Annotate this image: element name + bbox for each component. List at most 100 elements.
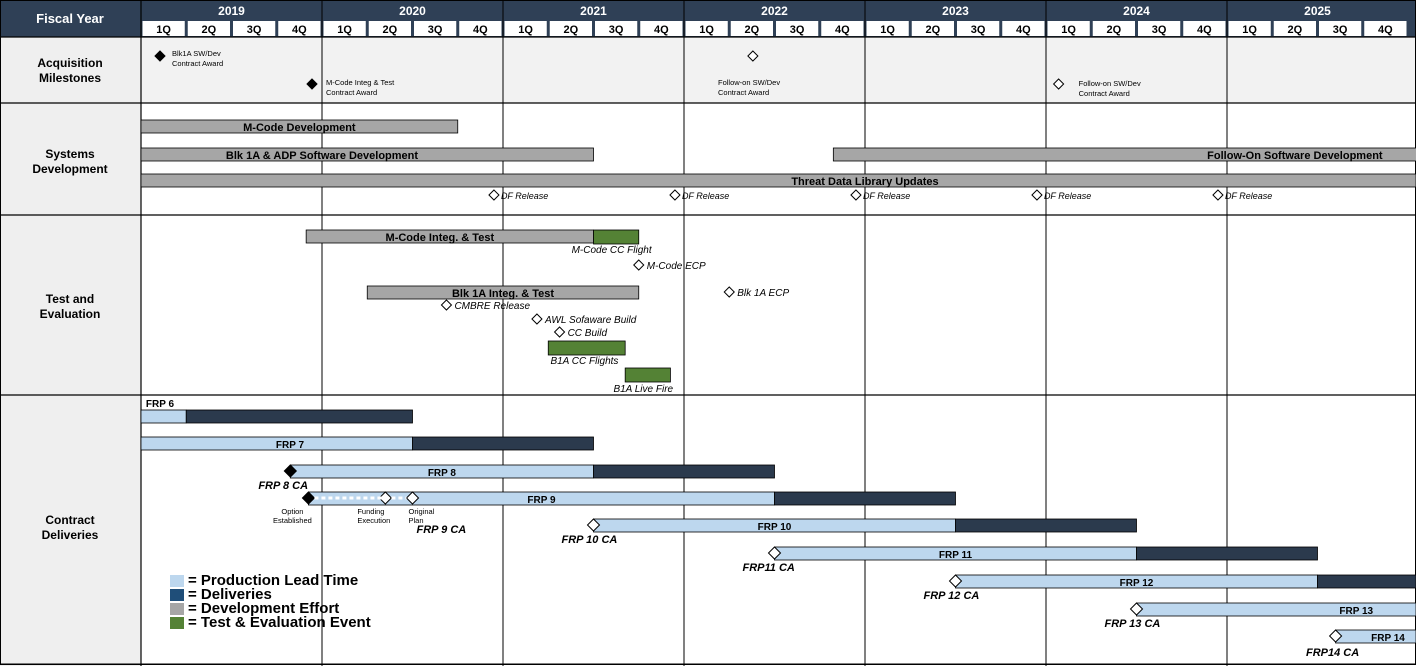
delivery-lead-bar xyxy=(1136,602,1416,617)
delivery-ca-diamond xyxy=(1129,602,1144,616)
dev-bar-label: M-Code Development xyxy=(243,122,356,134)
dev-bar-label: Threat Data Library Updates xyxy=(791,176,938,188)
quarter-cell xyxy=(1183,21,1226,36)
section-label-acquisition: Acquisition Milestones xyxy=(37,56,103,85)
te-green-bar xyxy=(593,229,640,245)
te-event-label: Blk 1A ECP xyxy=(737,288,789,299)
df-release-label: DF Release xyxy=(501,191,548,201)
delivery-ca-label: FRP11 CA xyxy=(743,562,795,574)
legend-item-development: = Development Effort xyxy=(170,600,371,617)
quarter-label: 2Q xyxy=(383,24,398,36)
quarter-label: 3Q xyxy=(609,24,624,36)
milestone-diamond xyxy=(154,50,166,62)
quarter-cell xyxy=(233,21,276,36)
te-event-label: CMBRE Release xyxy=(454,301,530,312)
quarter-cell xyxy=(504,21,547,36)
quarter-cell xyxy=(1138,21,1181,36)
quarter-label: 2Q xyxy=(202,24,217,36)
fiscal-year-header: Fiscal Year xyxy=(36,11,104,26)
dev-bar xyxy=(832,147,1416,162)
quarter-label: 4Q xyxy=(654,24,669,36)
year-label-2021: 2021 xyxy=(580,4,607,18)
frp9-event-label: Original xyxy=(409,507,435,516)
delivery-deliveries-bar xyxy=(955,518,1137,533)
legend-swatch-development xyxy=(170,603,184,615)
quarter-cell xyxy=(1273,21,1316,36)
quarter-label: 2Q xyxy=(1288,24,1303,36)
legend-label-test-event: = Test & Evaluation Event xyxy=(188,614,371,631)
year-label-2024: 2024 xyxy=(1123,4,1150,18)
quarter-label: 1Q xyxy=(156,24,171,36)
quarter-label: 3Q xyxy=(790,24,805,36)
delivery-label: FRP 14 xyxy=(1371,633,1405,644)
quarter-label: 2Q xyxy=(1107,24,1122,36)
delivery-ca-diamond xyxy=(948,574,963,588)
te-gray-bar-label: M-Code Integ. & Test xyxy=(386,232,495,244)
delivery-label: FRP 12 xyxy=(1120,578,1154,589)
df-release-diamond xyxy=(1212,189,1224,201)
quarter-cell xyxy=(957,21,1000,36)
frp9-event-label: Established xyxy=(273,516,312,525)
milestone-label: Contract Award xyxy=(326,88,377,97)
year-label-2022: 2022 xyxy=(761,4,788,18)
dev-bar xyxy=(140,119,459,134)
milestone-label: Follow-on SW/Dev xyxy=(1079,79,1141,88)
quarter-cell xyxy=(323,21,366,36)
milestone-diamond xyxy=(1052,78,1065,90)
year-header-background xyxy=(141,0,1416,20)
dev-bar xyxy=(140,147,594,162)
section-label-test: Test and Evaluation xyxy=(39,292,101,321)
quarter-label: 4Q xyxy=(1016,24,1031,36)
legend-item-deliveries: = Deliveries xyxy=(170,587,371,602)
delivery-label: FRP 10 xyxy=(758,522,792,533)
delivery-deliveries-bar xyxy=(1317,574,1416,589)
legend-label-development: = Development Effort xyxy=(188,600,340,617)
df-release-label: DF Release xyxy=(1225,191,1272,201)
delivery-label: FRP 13 xyxy=(1339,606,1373,617)
delivery-label: FRP 6 xyxy=(146,399,175,410)
quarter-label: 4Q xyxy=(1197,24,1212,36)
milestone-label: Contract Award xyxy=(172,59,223,68)
section-label-contract: Contract Deliveries xyxy=(41,513,99,542)
te-event-diamond xyxy=(723,286,735,298)
df-release-label: DF Release xyxy=(863,191,910,201)
quarter-label: 1Q xyxy=(880,24,895,36)
delivery-ca-label: FRP14 CA xyxy=(1306,647,1359,659)
quarter-label: 2Q xyxy=(926,24,941,36)
dev-bar xyxy=(140,173,1416,188)
legend-label-production-lead: = Production Lead Time xyxy=(188,572,359,589)
te-gray-bar-label: Blk 1A Integ. & Test xyxy=(452,288,554,300)
year-label-2020: 2020 xyxy=(399,4,426,18)
delivery-label: FRP 11 xyxy=(939,550,973,561)
quarter-label: 2Q xyxy=(745,24,760,36)
delivery-label: FRP 8 xyxy=(428,468,457,479)
quarter-cell xyxy=(368,21,411,36)
quarter-cell xyxy=(142,21,185,36)
quarter-cell xyxy=(1319,21,1362,36)
delivery-label: FRP 7 xyxy=(276,440,305,451)
df-release-diamond xyxy=(669,189,681,201)
quarter-cell xyxy=(1047,21,1090,36)
quarter-cell xyxy=(459,21,502,36)
frp9-event-label: Option xyxy=(281,507,303,516)
te-green-bar xyxy=(547,340,626,356)
quarter-cell xyxy=(866,21,909,36)
quarter-label: 4Q xyxy=(473,24,488,36)
df-release-diamond xyxy=(488,189,500,201)
quarter-cell xyxy=(911,21,954,36)
legend-item-production-lead: = Production Lead Time xyxy=(170,572,371,589)
delivery-label: FRP 9 xyxy=(527,495,556,506)
quarter-label: 3Q xyxy=(428,24,443,36)
quarter-cell xyxy=(640,21,683,36)
year-label-2025: 2025 xyxy=(1304,4,1331,18)
delivery-deliveries-bar xyxy=(185,409,413,424)
legend-swatch-production-lead xyxy=(170,575,184,587)
quarter-cell xyxy=(595,21,638,36)
df-release-label: DF Release xyxy=(1044,191,1091,201)
legend-item-test-event: = Test & Evaluation Event xyxy=(170,614,371,631)
te-label: B1A Live Fire xyxy=(613,384,673,395)
milestone-label: Follow-on SW/Dev xyxy=(718,78,780,87)
header-label-background xyxy=(0,0,141,37)
